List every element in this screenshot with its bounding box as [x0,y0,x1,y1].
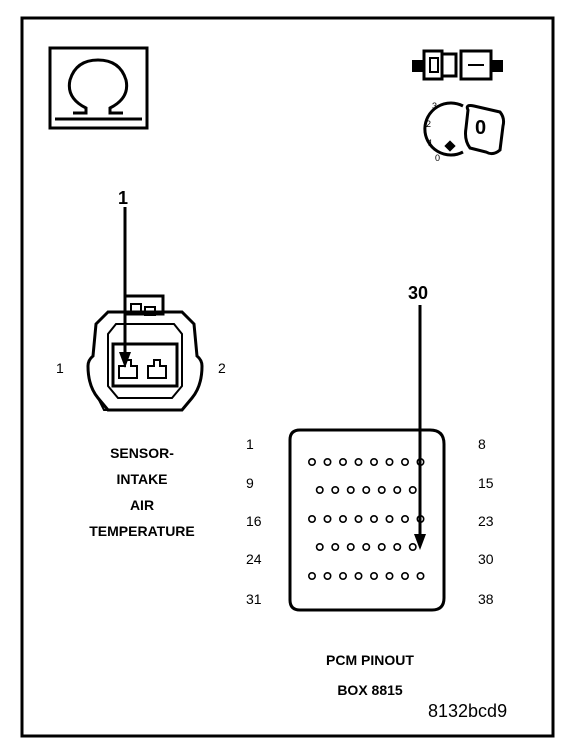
pcm-pin-hole [315,485,324,494]
pcm-pin-hole [323,571,332,580]
sensor-pin-left: 1 [56,360,64,376]
pcm-pin-hole [408,485,417,494]
pcm-row-label-left: 16 [246,513,262,529]
pcm-pin-hole [393,485,402,494]
pcm-pin-hole [400,514,409,523]
ignition-position-0: 0 [435,153,441,163]
pcm-pin-hole [307,514,316,523]
pcm-row-label-right: 38 [478,591,494,607]
pcm-pin-hole [346,485,355,494]
outer-border [20,16,555,738]
pcm-row-label-right: 8 [478,436,486,452]
pcm-pin-hole [338,457,347,466]
ohm-meter-icon [48,46,149,130]
sensor-caption-line: INTAKE [116,471,168,487]
ignition-key-label: 0 [475,117,487,139]
pcm-row-label-right: 23 [478,513,494,529]
pcm-pin-hole [338,514,347,523]
pcm-pin-hole [331,542,340,551]
pcm-row-label-left: 1 [246,436,254,452]
pcm-pin-hole [369,514,378,523]
pcm-pin-hole [362,485,371,494]
pcm-caption-line: PCM PINOUT [326,652,414,668]
pcm-pin-hole [362,542,371,551]
sensor-caption-line: AIR [129,497,155,513]
pcm-pin-hole [331,485,340,494]
pcm-pin-hole [393,542,402,551]
pcm-caption-line: BOX 8815 [337,682,403,698]
figure-id: 8132bcd9 [428,701,508,721]
pcm-pin-hole [377,542,386,551]
pcm-pin-hole [385,514,394,523]
pcm-pin-hole [400,457,409,466]
ignition-key-icon [423,101,506,157]
sensor-pin-right: 2 [218,360,226,376]
pcm-pin-hole [377,485,386,494]
pcm-pin-hole [323,457,332,466]
sensor-pin-arrow [119,207,131,368]
pcm-pin-hole [385,457,394,466]
sensor-caption-line: TEMPERATURE [89,523,195,539]
pcm-pin-holes [307,457,425,580]
pcm-pin-hole [408,542,417,551]
pcm-callout: 30 [408,283,429,303]
sensor-caption: SENSOR- INTAKE AIR TEMPERATURE [60,440,224,544]
pcm-row-label-left: 9 [246,475,254,491]
pcm-pin-hole [315,542,324,551]
pcm-row-label-right: 15 [478,475,494,491]
ignition-position-2: 2 [426,119,432,129]
pcm-pin-hole [307,457,316,466]
sensor-callout: 1 [118,188,129,208]
pcm-pin-hole [307,571,316,580]
pcm-caption: PCM PINOUT BOX 8815 [290,645,450,705]
pcm-pin-hole [338,571,347,580]
pcm-pin-hole [354,571,363,580]
pcm-pin-hole [323,514,332,523]
pcm-pin-hole [369,571,378,580]
pcm-row-label-left: 24 [246,551,262,567]
pcm-row-label-right: 30 [478,551,494,567]
pcm-pin-hole [385,571,394,580]
connector-icon [412,49,503,81]
pcm-pin-hole [400,571,409,580]
sensor-connector [86,294,204,412]
pcm-pin-arrow [414,305,426,550]
pcm-pin-hole [346,542,355,551]
sensor-caption-line: SENSOR- [110,445,174,461]
pcm-pin-hole [416,571,425,580]
pcm-pin-hole [354,514,363,523]
pcm-pin-hole [369,457,378,466]
pcm-row-label-left: 31 [246,591,262,607]
ignition-position-1: 1 [428,138,434,148]
pcm-pin-hole [354,457,363,466]
ignition-position-3: 3 [432,101,438,111]
